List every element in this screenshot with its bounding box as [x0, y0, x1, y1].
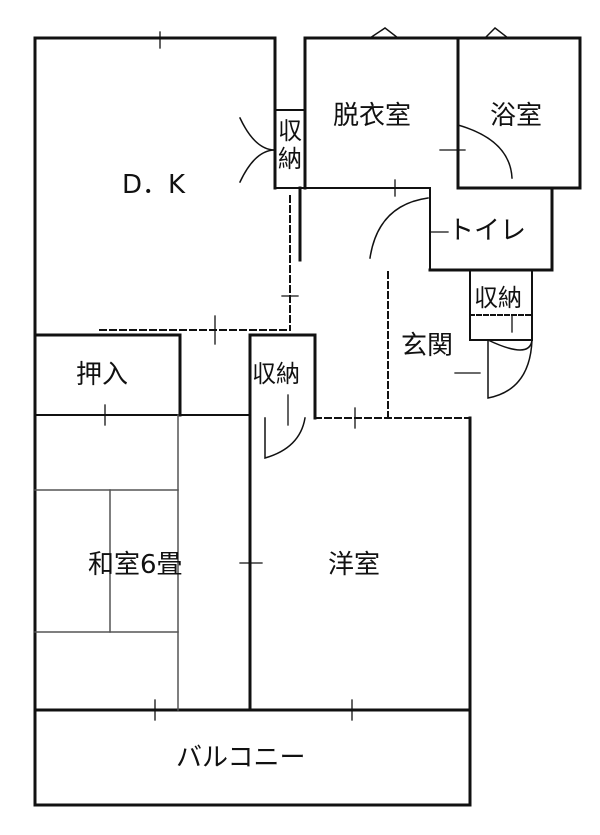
room-label-toilet: トイレ — [448, 216, 527, 246]
room-label-dk: D．K — [122, 170, 186, 200]
room-label-yoshitsu: 洋室 — [328, 550, 381, 580]
guide-marks — [104, 31, 513, 721]
room-label-shuno-mid: 収納 — [252, 360, 300, 388]
room-label-genkan: 玄関 — [401, 331, 454, 361]
outer-walls — [33, 36, 582, 807]
room-label-balcony: バルコニー — [176, 743, 306, 773]
storage-top-walls — [274, 109, 306, 262]
room-label-shuno-right: 収納 — [474, 284, 522, 312]
room-label-oshiire: 押入 — [76, 360, 129, 390]
room-label-datsuiishitsu: 脱衣室 — [333, 101, 412, 131]
tatami-lines — [34, 414, 179, 711]
toilet-walls — [469, 269, 533, 341]
room-label-shuno-top: 収納 — [278, 117, 302, 173]
door-swings — [239, 26, 533, 459]
room-label-yokushitsu: 浴室 — [490, 101, 543, 131]
room-label-washitsu: 和室6畳 — [88, 550, 183, 580]
inner-walls — [33, 195, 472, 712]
